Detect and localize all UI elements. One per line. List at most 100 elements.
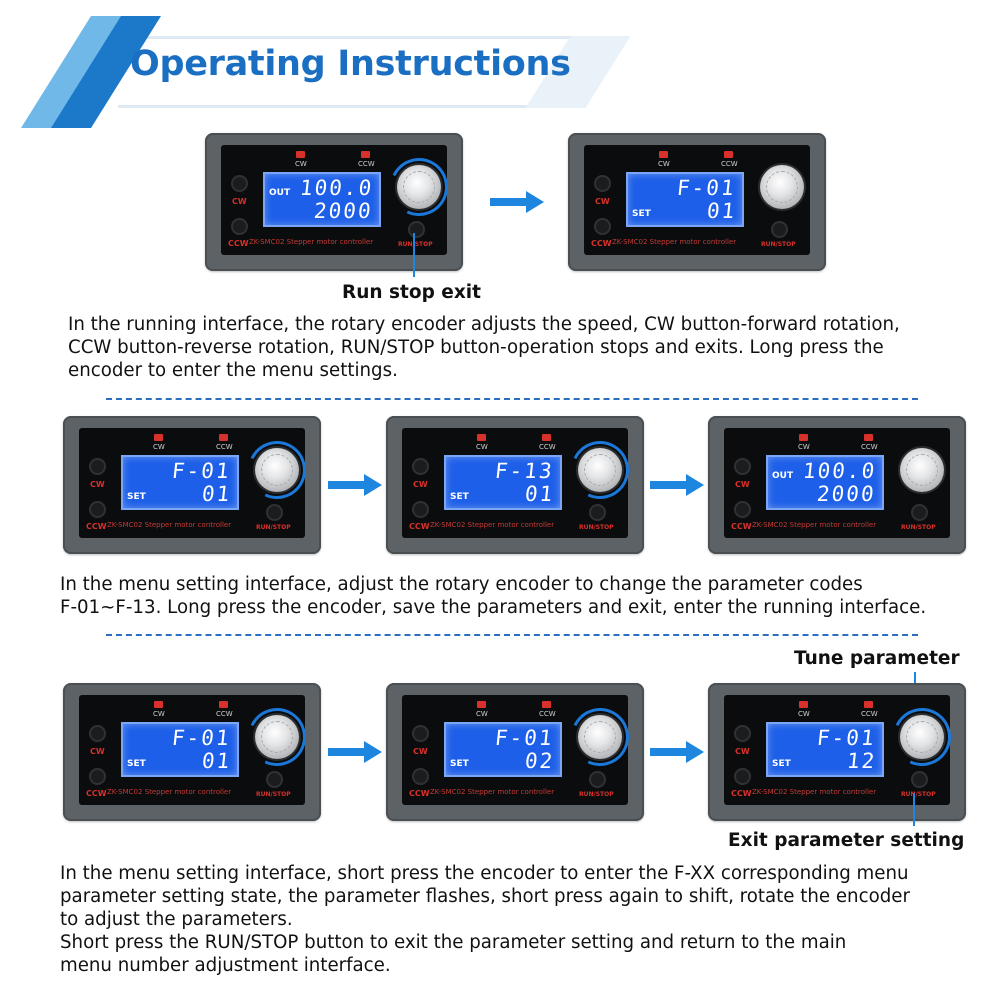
lcd-bottom-label: SET (450, 492, 469, 502)
ccw-button[interactable] (734, 768, 751, 785)
cw-button[interactable] (594, 175, 611, 192)
run-stop-button[interactable] (589, 771, 606, 788)
arrow-right-icon (650, 741, 704, 763)
section2-description: In the menu setting interface, adjust th… (60, 573, 926, 619)
ccw-button[interactable] (412, 768, 429, 785)
controller-face: CW CCW CW CCW F-01 SET 01 ZK-SMC02 Stepp… (79, 695, 315, 805)
cw-button-label: CW (595, 197, 610, 206)
run-stop-button[interactable] (266, 504, 283, 521)
stepper-controller: CW CCW CW CCW F-01 SET 01 ZK-SMC02 Stepp… (63, 683, 321, 821)
ccw-button[interactable] (594, 218, 611, 235)
cw-led-icon (659, 151, 668, 158)
run-stop-button[interactable] (266, 771, 283, 788)
ccw-button-label: CCW (86, 522, 107, 531)
run-stop-button-label: RUN/STOP (579, 791, 614, 798)
lcd-bottom-label: SET (450, 759, 469, 769)
rotary-encoder-knob[interactable] (900, 715, 944, 759)
ccw-led-label: CCW (358, 160, 375, 168)
lcd-bottom-value: 02 (523, 749, 556, 773)
ccw-button-label: CCW (591, 239, 612, 248)
model-label: ZK-SMC02 Stepper motor controller (107, 788, 232, 796)
controller-face: CW CCW CW CCW OUT 100.0 2000 ZK-SMC02 St… (724, 428, 950, 538)
lcd-top-label: OUT (269, 188, 291, 198)
run-stop-button[interactable] (589, 504, 606, 521)
ccw-button[interactable] (412, 501, 429, 518)
ccw-button[interactable] (89, 501, 106, 518)
section-divider (106, 398, 918, 400)
lcd-top-value: F-01 (676, 176, 738, 200)
ccw-button-label: CCW (731, 789, 752, 798)
cw-led-icon (477, 701, 486, 708)
cw-button[interactable] (89, 458, 106, 475)
rotary-encoder-knob[interactable] (397, 165, 441, 209)
rotary-encoder-knob[interactable] (900, 448, 944, 492)
lcd-display: F-01 SET 01 (121, 722, 239, 777)
rotary-encoder-knob[interactable] (255, 715, 299, 759)
rotation-arc-icon (239, 432, 315, 508)
cw-led-label: CW (798, 710, 810, 718)
cw-button-label: CW (232, 197, 247, 206)
knob-grip-icon (584, 721, 616, 753)
lcd-bottom-value: 2000 (816, 482, 878, 506)
ccw-led-label: CCW (721, 160, 738, 168)
lcd-display: F-01 SET 02 (444, 722, 562, 777)
header-band (118, 36, 578, 108)
run-stop-button[interactable] (771, 221, 788, 238)
ccw-button[interactable] (231, 218, 248, 235)
run-stop-button-label: RUN/STOP (398, 241, 433, 248)
stepper-controller: CW CCW CW CCW F-01 SET 01 ZK-SMC02 Stepp… (63, 416, 321, 554)
rotary-encoder-knob[interactable] (255, 448, 299, 492)
lcd-display: F-01 SET 01 (626, 172, 744, 227)
cw-button[interactable] (231, 175, 248, 192)
controller-face: CW CCW CW CCW F-01 SET 02 ZK-SMC02 Stepp… (402, 695, 638, 805)
text-line: CCW button-reverse rotation, RUN/STOP bu… (68, 337, 884, 358)
cw-button[interactable] (412, 725, 429, 742)
knob-grip-icon (906, 454, 938, 486)
ccw-led-icon (864, 434, 873, 441)
run-stop-button[interactable] (911, 771, 928, 788)
rotary-encoder-knob[interactable] (578, 715, 622, 759)
text-line: Short press the RUN/STOP button to exit … (60, 932, 847, 953)
cw-led-label: CW (798, 443, 810, 451)
run-stop-button-label: RUN/STOP (901, 791, 936, 798)
section1-description: In the running interface, the rotary enc… (68, 313, 900, 382)
run-stop-button[interactable] (911, 504, 928, 521)
run-stop-button-label: RUN/STOP (579, 524, 614, 531)
ccw-led-icon (361, 151, 370, 158)
rotation-arc-icon (562, 432, 638, 508)
controller-face: CW CCW CW CCW F-01 SET 12 ZK-SMC02 Stepp… (724, 695, 960, 805)
arrow-right-icon (328, 741, 382, 763)
cw-led-label: CW (153, 710, 165, 718)
knob-grip-icon (906, 721, 938, 753)
lcd-display: OUT 100.0 2000 (263, 172, 381, 227)
rotary-encoder-knob[interactable] (578, 448, 622, 492)
ccw-led-label: CCW (539, 710, 556, 718)
model-label: ZK-SMC02 Stepper motor controller (612, 238, 737, 246)
rotary-encoder-knob[interactable] (760, 165, 804, 209)
cw-led-icon (799, 701, 808, 708)
lcd-top-label: OUT (772, 471, 794, 481)
cw-button[interactable] (734, 458, 751, 475)
cw-button-label: CW (90, 747, 105, 756)
run-stop-button[interactable] (408, 221, 425, 238)
ccw-led-label: CCW (861, 443, 878, 451)
cw-led-label: CW (295, 160, 307, 168)
lcd-bottom-label: SET (127, 759, 146, 769)
ccw-button-label: CCW (409, 522, 430, 531)
cw-led-icon (477, 434, 486, 441)
lcd-display: F-01 SET 01 (121, 455, 239, 510)
cw-button[interactable] (412, 458, 429, 475)
callout-run-stop-exit: Run stop exit (342, 282, 481, 303)
ccw-button[interactable] (89, 768, 106, 785)
cw-button[interactable] (89, 725, 106, 742)
ccw-button-label: CCW (409, 789, 430, 798)
ccw-button-label: CCW (731, 522, 752, 531)
ccw-button[interactable] (734, 501, 751, 518)
text-line: to adjust the parameters. (60, 909, 293, 930)
ccw-led-label: CCW (216, 443, 233, 451)
rotation-arc-icon (562, 699, 638, 775)
cw-button-label: CW (413, 480, 428, 489)
cw-button[interactable] (734, 725, 751, 742)
knob-grip-icon (584, 454, 616, 486)
ccw-button-label: CCW (228, 239, 249, 248)
